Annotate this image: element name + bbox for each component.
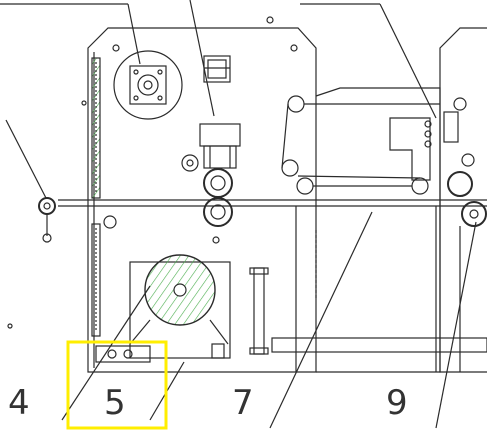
- highlight-box: [66, 340, 168, 430]
- tension-arm-pivot: [38, 197, 56, 215]
- top-spindle-block: [129, 65, 167, 105]
- label-5: 5: [104, 383, 126, 423]
- lower-mechanism: [95, 345, 151, 363]
- right-roller-lower: [461, 201, 487, 227]
- right-frame-panel: [439, 27, 487, 373]
- middle-frame-panel: [315, 87, 441, 373]
- left-lower-rail: [91, 223, 101, 337]
- dancer-roll-3: [296, 177, 314, 195]
- leader-line-9: [435, 221, 477, 429]
- leader-line-7: [269, 211, 373, 429]
- nip-housing: [199, 123, 241, 147]
- leader-line-5: [61, 285, 151, 421]
- mid-column: [253, 267, 265, 355]
- label-7: 7: [232, 383, 254, 423]
- dancer-roll-1: [287, 95, 305, 113]
- leader-line-top-2: [189, 0, 215, 117]
- nip-roller-lower: [203, 197, 233, 227]
- guide-bracket: [389, 117, 431, 181]
- dancer-roll-2: [281, 159, 299, 177]
- label-4: 4: [8, 383, 30, 423]
- label-9: 9: [386, 383, 408, 423]
- right-roller-upper: [447, 171, 473, 197]
- leader-line-4: [5, 119, 47, 199]
- left-frame-panel: [87, 27, 317, 373]
- idler-roll-b: [103, 215, 117, 229]
- base-bar: [271, 337, 487, 353]
- idler-roll-a: [181, 154, 199, 172]
- nip-roller-upper: [203, 168, 233, 198]
- top-spindle-disc: [113, 50, 183, 120]
